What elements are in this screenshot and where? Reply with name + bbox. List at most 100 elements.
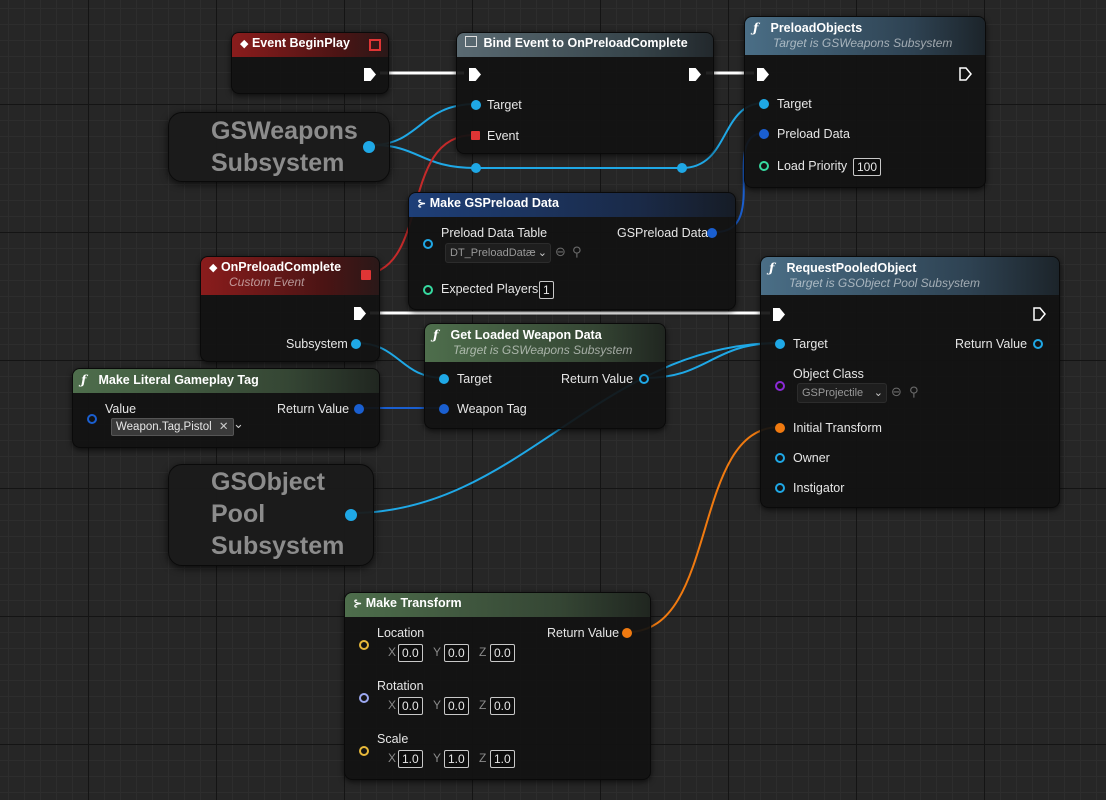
- target-label: Target: [457, 372, 492, 386]
- clear-x-icon[interactable]: ✕: [218, 421, 229, 433]
- event-beginplay-header: ◆ Event BeginPlay: [232, 33, 388, 57]
- load-priority-input[interactable]: 100: [853, 158, 882, 176]
- rotation-z-axis: Z: [479, 698, 487, 712]
- function-f-icon: ƒ: [753, 20, 759, 35]
- return-value-out-pin[interactable]: [1033, 339, 1043, 349]
- weapon-tag-pin[interactable]: [439, 404, 449, 414]
- exec-out-pin[interactable]: [364, 68, 376, 81]
- request-pooled-object-node[interactable]: ƒ RequestPooledObject Target is GSObject…: [760, 256, 1060, 508]
- chevron-down-icon: ⌄: [873, 387, 883, 399]
- gspreload-data-out-pin[interactable]: [707, 228, 717, 238]
- location-pin[interactable]: [359, 640, 369, 650]
- target-pin[interactable]: [471, 100, 481, 110]
- make-literal-gameplay-tag-node[interactable]: ƒ Make Literal Gameplay Tag Value Weapon…: [72, 368, 380, 448]
- event-diamond-icon: ◆: [240, 38, 249, 50]
- rotation-z-input[interactable]: 0.0: [490, 697, 515, 715]
- make-gspreload-title: Make GSPreload Data: [429, 196, 559, 210]
- value-pin[interactable]: [87, 414, 97, 424]
- tag-value-chip[interactable]: Weapon.Tag.Pistol ✕: [111, 418, 234, 436]
- get-loaded-weapon-data-header: ƒ Get Loaded Weapon Data Target is GSWea…: [425, 324, 665, 362]
- exec-out-pin[interactable]: [354, 307, 366, 320]
- rotation-pin[interactable]: [359, 693, 369, 703]
- rotation-y-input[interactable]: 0.0: [444, 697, 469, 715]
- on-preload-complete-subtitle: Custom Event: [229, 275, 305, 289]
- target-label: Target: [777, 97, 812, 111]
- make-transform-title: Make Transform: [365, 596, 462, 610]
- event-delegate-pin[interactable]: [471, 131, 480, 140]
- preload-data-table-label: Preload Data Table: [441, 226, 548, 240]
- exec-out-pin[interactable]: [689, 68, 701, 81]
- gsweapons-ref-out-pin[interactable]: [363, 141, 375, 153]
- event-beginplay-node[interactable]: ◆ Event BeginPlay: [231, 32, 389, 94]
- event-label: Event: [487, 129, 519, 143]
- scale-pin[interactable]: [359, 746, 369, 756]
- location-x-input[interactable]: 0.0: [398, 644, 423, 662]
- subsystem-out-pin[interactable]: [351, 339, 361, 349]
- load-priority-pin[interactable]: [759, 161, 769, 171]
- rotation-x-input[interactable]: 0.0: [398, 697, 423, 715]
- gsobject-pool-subsystem-ref-node[interactable]: GSObject Pool Subsystem: [168, 464, 374, 566]
- return-value-label: Return Value: [955, 337, 1028, 351]
- get-loaded-weapon-data-node[interactable]: ƒ Get Loaded Weapon Data Target is GSWea…: [424, 323, 666, 429]
- on-preload-complete-node[interactable]: ◆ OnPreloadComplete Custom Event Subsyst…: [200, 256, 380, 362]
- location-z-input[interactable]: 0.0: [490, 644, 515, 662]
- preload-objects-subtitle: Target is GSWeapons Subsystem: [773, 36, 953, 50]
- make-gspreload-data-node[interactable]: ⊱ Make GSPreload Data Preload Data Table…: [408, 192, 736, 310]
- delegate-out-pin[interactable]: [361, 270, 371, 280]
- exec-out-pin[interactable]: [1033, 307, 1046, 321]
- get-loaded-weapon-data-subtitle: Target is GSWeapons Subsystem: [453, 343, 633, 357]
- return-value-out-pin[interactable]: [639, 374, 649, 384]
- return-value-label: Return Value: [277, 402, 350, 416]
- rotation-y-axis: Y: [433, 698, 442, 712]
- request-pooled-object-subtitle: Target is GSObject Pool Subsystem: [789, 276, 980, 290]
- function-f-icon: ƒ: [81, 372, 87, 387]
- exec-in-pin[interactable]: [757, 68, 769, 81]
- target-pin[interactable]: [759, 99, 769, 109]
- function-f-icon: ƒ: [433, 327, 439, 342]
- preload-objects-node[interactable]: ƒ PreloadObjects Target is GSWeapons Sub…: [744, 16, 986, 188]
- load-priority-label: Load Priority: [777, 159, 848, 173]
- bind-event-icon: [465, 36, 477, 47]
- make-gspreload-header: ⊱ Make GSPreload Data: [409, 193, 735, 217]
- chevron-down-icon[interactable]: ⌄: [233, 416, 244, 431]
- preload-data-table-dropdown[interactable]: DT_PreloadDatæ ⌄: [445, 243, 551, 263]
- delegate-square-icon[interactable]: [369, 39, 381, 51]
- exec-in-pin[interactable]: [773, 308, 785, 321]
- make-transform-node[interactable]: ⊱ Make Transform Return Value Location X…: [344, 592, 651, 780]
- preload-data-pin[interactable]: [759, 129, 769, 139]
- make-struct-icon: ⊱: [417, 198, 427, 210]
- instigator-pin[interactable]: [775, 483, 785, 493]
- make-struct-icon: ⊱: [353, 598, 363, 610]
- value-label: Value: [105, 402, 137, 416]
- scale-y-input[interactable]: 1.0: [444, 750, 469, 768]
- scale-x-input[interactable]: 1.0: [398, 750, 423, 768]
- scale-z-input[interactable]: 1.0: [490, 750, 515, 768]
- target-pin[interactable]: [775, 339, 785, 349]
- search-magnifier-icon[interactable]: ⚲: [909, 384, 919, 399]
- make-transform-header: ⊱ Make Transform: [345, 593, 650, 617]
- return-value-out-pin[interactable]: [622, 628, 632, 638]
- expected-players-input[interactable]: 1: [539, 281, 554, 299]
- search-magnifier-icon[interactable]: ⚲: [572, 244, 582, 259]
- owner-label: Owner: [793, 451, 830, 465]
- return-value-out-pin[interactable]: [354, 404, 364, 414]
- object-class-pin[interactable]: [775, 381, 785, 391]
- reroute-knot-1: [471, 163, 481, 173]
- exec-in-pin[interactable]: [469, 68, 481, 81]
- preload-objects-header: ƒ PreloadObjects Target is GSWeapons Sub…: [745, 17, 985, 55]
- browse-arrow-icon[interactable]: ⊖: [555, 244, 566, 259]
- location-y-input[interactable]: 0.0: [444, 644, 469, 662]
- location-z-axis: Z: [479, 645, 487, 659]
- initial-transform-pin[interactable]: [775, 423, 785, 433]
- get-loaded-weapon-data-title: Get Loaded Weapon Data: [450, 328, 602, 342]
- bind-event-node[interactable]: Bind Event to OnPreloadComplete Target E…: [456, 32, 714, 154]
- preload-data-table-pin[interactable]: [423, 239, 433, 249]
- object-class-dropdown[interactable]: GSProjectile ⌄: [797, 383, 887, 403]
- gsweapons-subsystem-ref-node[interactable]: GSWeapons Subsystem: [168, 112, 390, 182]
- gsobject-ref-out-pin[interactable]: [345, 509, 357, 521]
- expected-players-pin[interactable]: [423, 285, 433, 295]
- owner-pin[interactable]: [775, 453, 785, 463]
- browse-arrow-icon[interactable]: ⊖: [891, 384, 902, 399]
- target-pin[interactable]: [439, 374, 449, 384]
- exec-out-pin[interactable]: [959, 67, 972, 81]
